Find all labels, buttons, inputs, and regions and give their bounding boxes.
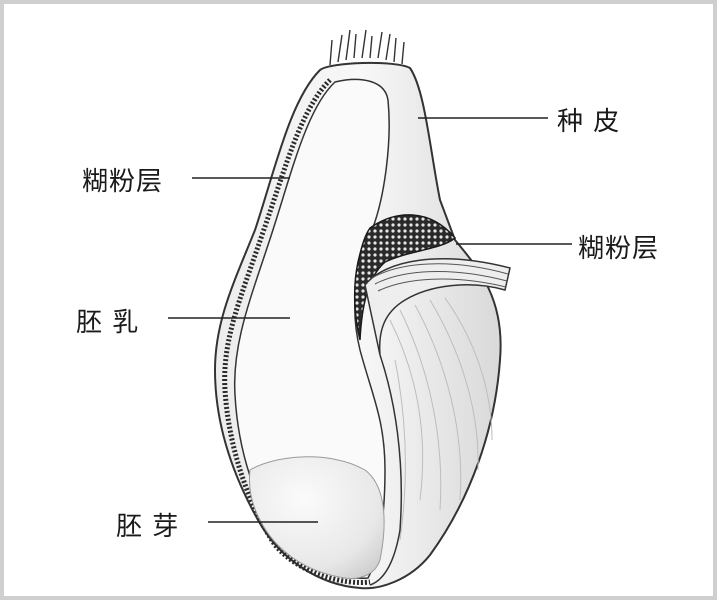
label-seed-coat: 种 皮 — [557, 101, 620, 138]
label-endosperm: 胚 乳 — [76, 302, 139, 339]
embryo-region — [249, 457, 384, 579]
label-aleurone-right: 糊粉层 — [578, 228, 659, 265]
label-embryo: 胚 芽 — [116, 506, 179, 543]
brush-hairs — [330, 30, 404, 65]
label-aleurone-left: 糊粉层 — [82, 161, 163, 198]
